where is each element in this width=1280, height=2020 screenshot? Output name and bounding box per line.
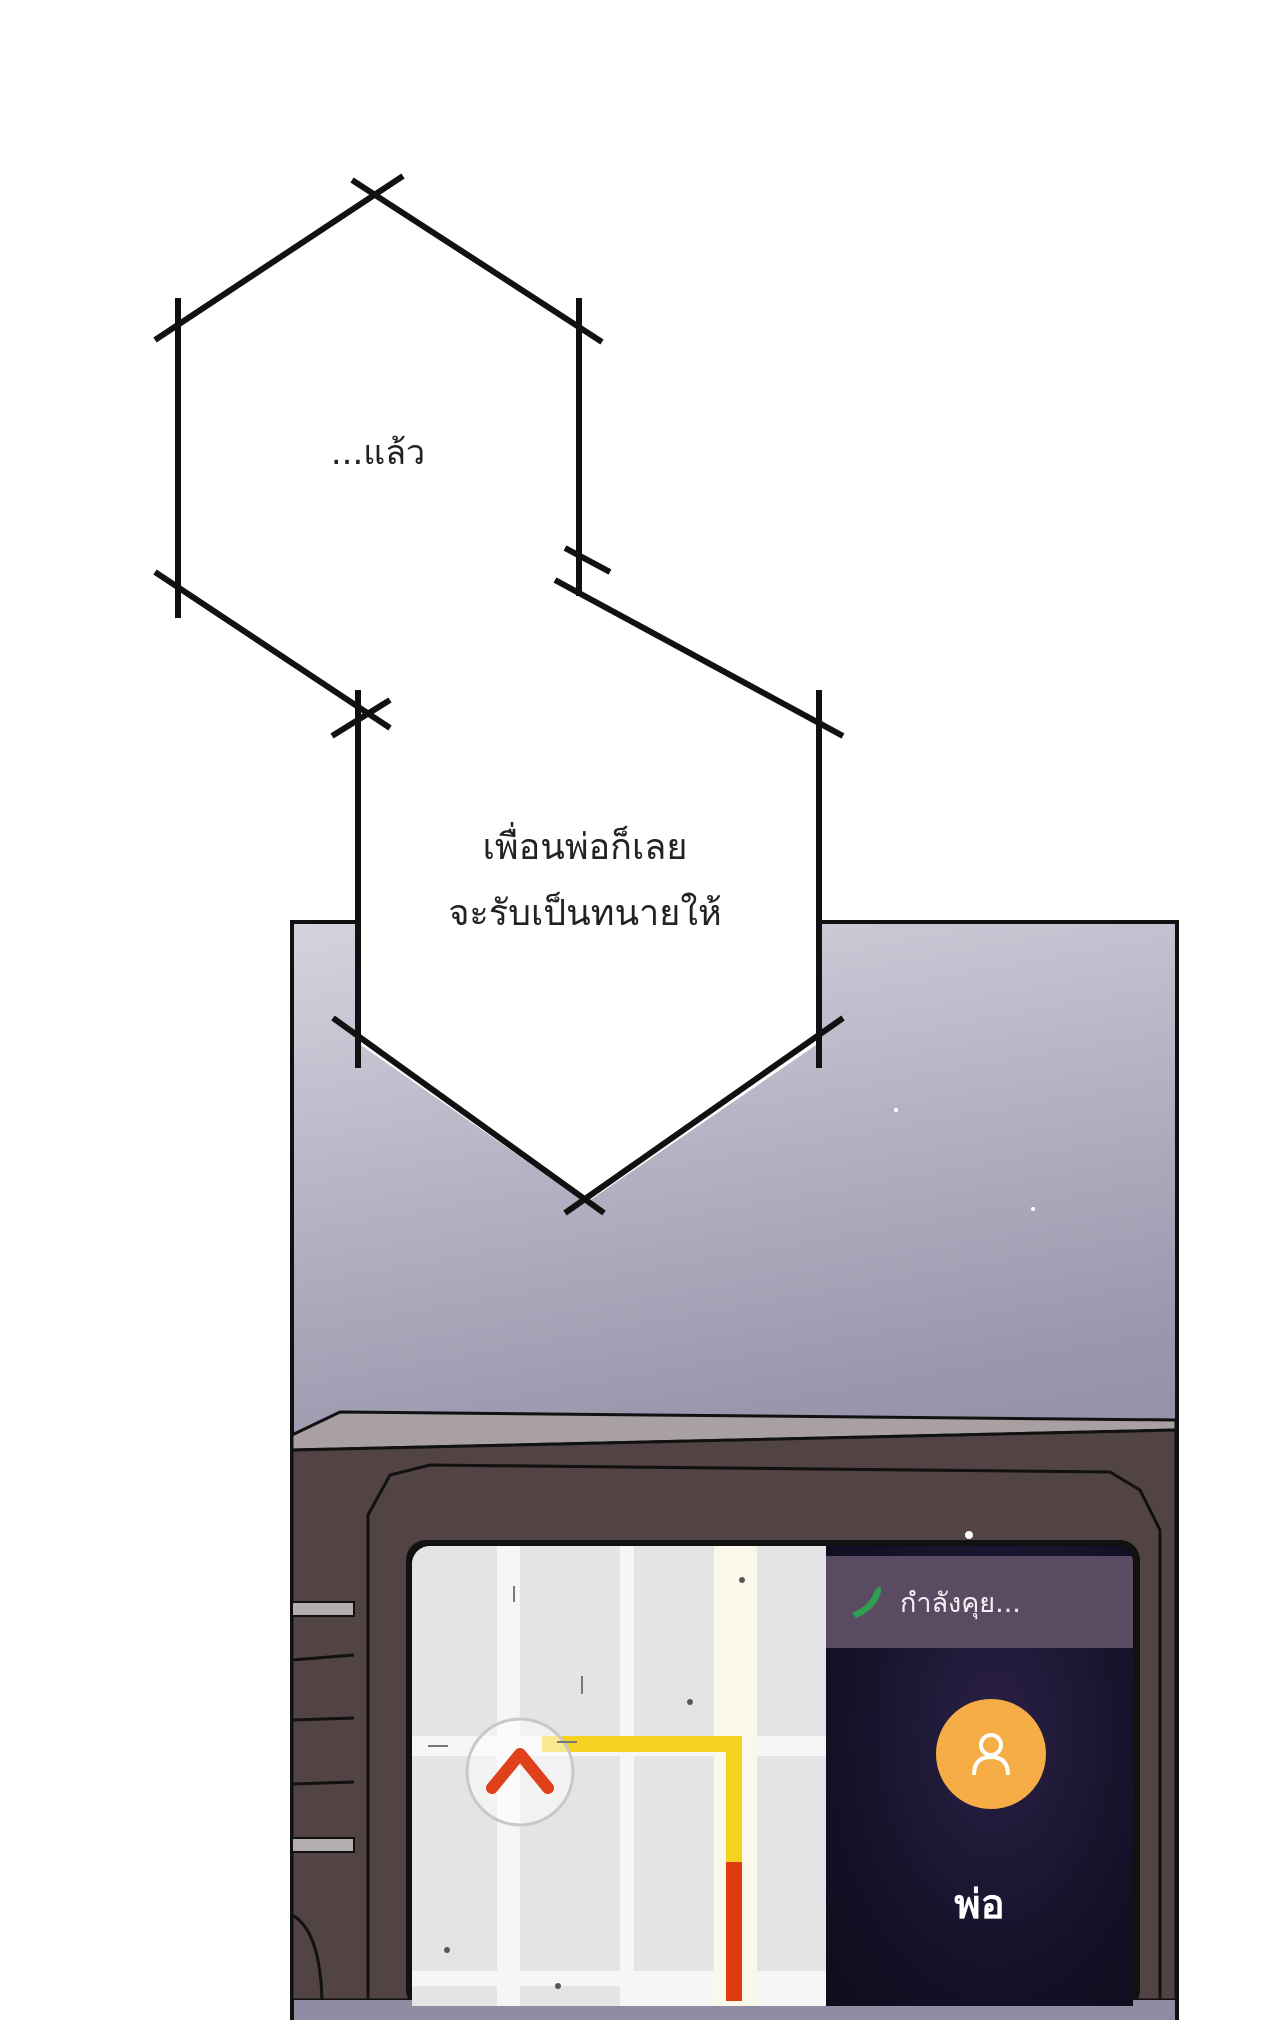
vent-slat (291, 1837, 355, 1853)
bubble-1-fill (178, 186, 819, 1203)
contact-avatar[interactable] (936, 1699, 1046, 1809)
vent-slat (291, 1601, 355, 1617)
nav-arrow-icon (486, 1748, 554, 1794)
position-ring (465, 1717, 575, 1827)
person-icon (972, 1733, 1010, 1776)
call-status: กำลังคุย... (900, 1587, 1021, 1619)
dashboard-top-edge (290, 1410, 1178, 1452)
contact-name: พ่อ (954, 1882, 1005, 1928)
navigation-map[interactable] (412, 1546, 826, 2006)
bubble-1-text: ...แล้ว (330, 433, 426, 473)
route-near (542, 1736, 742, 1862)
call-header: กำลังคุย... (826, 1556, 1133, 1648)
bubble-2-text: เพื่อนพ่อก็เลย จะรับเป็นทนายให้ (400, 815, 770, 947)
phone-icon (852, 1586, 881, 1618)
bubble-2-outline (330, 545, 845, 1216)
map-canvas[interactable] (412, 1546, 826, 2006)
call-panel[interactable]: กำลังคุย... พ่อ (826, 1546, 1133, 2006)
bubble-2-line-1: เพื่อนพ่อก็เลย (482, 827, 688, 868)
bubble-1-outline (153, 173, 604, 731)
bubble-2-line-2: จะรับเป็นทนายให้ (448, 893, 722, 934)
